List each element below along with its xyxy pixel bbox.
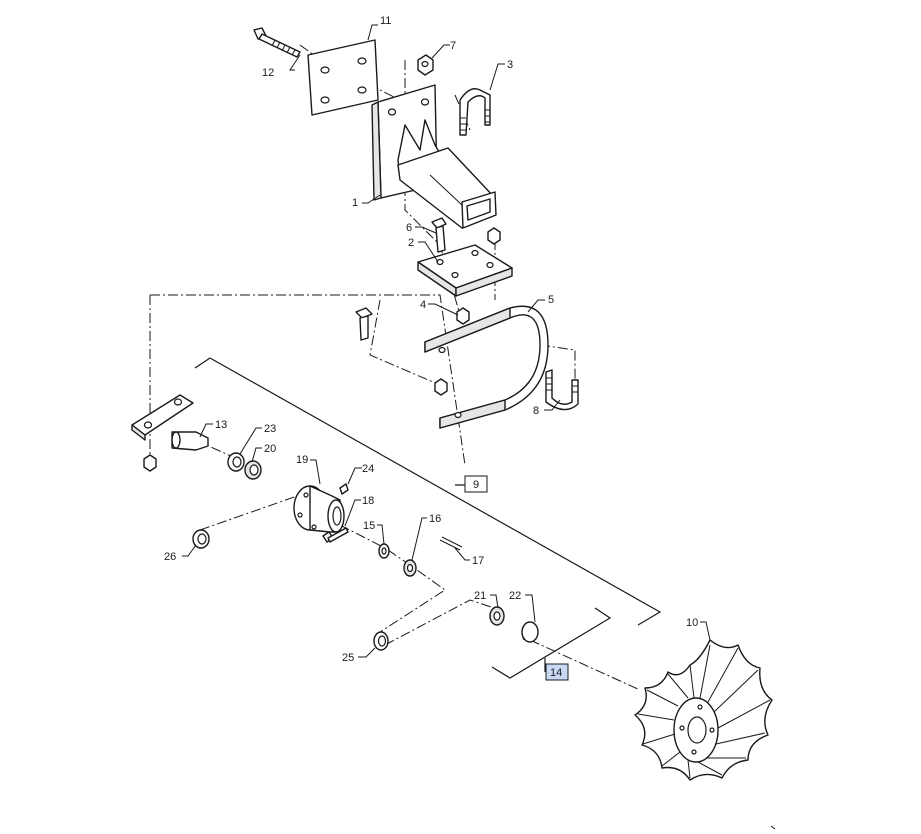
- part-13-spindle: [131, 394, 209, 451]
- callout-8: 8: [533, 405, 539, 417]
- part-3-ubolt: [459, 88, 491, 136]
- part-10-disc-blade: [634, 639, 773, 781]
- callout-11: 11: [380, 15, 391, 27]
- spring-bolt: [355, 307, 373, 341]
- part-7-nut: [417, 54, 434, 76]
- part-19-hub: [293, 485, 345, 533]
- callout-26: 26: [164, 551, 176, 563]
- callout-23: 23: [264, 423, 276, 435]
- part-26-seal: [192, 529, 210, 549]
- part-20-bearing: [244, 460, 262, 480]
- callout-6: 6: [406, 222, 412, 234]
- part-11-plate: [307, 39, 379, 116]
- part-5-spring-arm: [424, 305, 549, 429]
- callout-14[interactable]: 14: [550, 667, 562, 679]
- callout-18: 18: [362, 495, 374, 507]
- callout-labels: 11 12 7 3 1 6 2 4 5 8 13 23 20 19 24 18 …: [164, 15, 698, 681]
- callout-2: 2: [408, 237, 414, 249]
- part-21-bearing: [489, 606, 505, 626]
- callout-17: 17: [472, 555, 484, 567]
- callout-box-14-highlighted[interactable]: [545, 663, 569, 681]
- callout-1: 1: [352, 197, 358, 209]
- part-22-cap: [521, 621, 539, 643]
- callout-3: 3: [507, 59, 513, 71]
- callout-12: 12: [262, 67, 274, 79]
- callout-10: 10: [686, 617, 698, 629]
- callout-4: 4: [420, 299, 426, 311]
- callout-7: 7: [450, 40, 456, 52]
- part-25-seal: [373, 631, 389, 651]
- part-23-seal: [227, 452, 245, 472]
- part-6-bolt: [431, 217, 447, 253]
- part-18-bolt: [322, 527, 349, 543]
- spindle-nut: [143, 454, 157, 472]
- plate-top-nut: [487, 227, 501, 245]
- callout-box-9: [464, 475, 488, 493]
- part-24-fitting: [339, 483, 349, 495]
- part-15-washer: [378, 543, 390, 559]
- callout-16: 16: [429, 513, 441, 525]
- callout-25: 25: [342, 652, 354, 664]
- corner-mark: [770, 825, 776, 830]
- callout-5: 5: [548, 294, 554, 306]
- part-4-nut: [456, 307, 470, 325]
- callout-15: 15: [363, 520, 375, 532]
- part-16-nut: [403, 559, 417, 577]
- part-2-plate: [417, 244, 513, 297]
- callout-19: 19: [296, 454, 308, 466]
- spring-nut: [434, 378, 448, 396]
- callout-22: 22: [509, 590, 521, 602]
- callout-13: 13: [215, 419, 227, 431]
- part-17-pin: [439, 536, 463, 551]
- leader-lines: [182, 24, 711, 658]
- part-8-ubolt: [545, 369, 579, 411]
- callout-20: 20: [264, 443, 276, 455]
- part-1-bracket: [371, 84, 497, 229]
- part-12-bolt: [253, 27, 301, 58]
- callout-21: 21: [474, 590, 486, 602]
- callout-24: 24: [362, 463, 374, 475]
- callout-9: 9: [473, 479, 479, 491]
- assembly-brackets: [194, 357, 662, 679]
